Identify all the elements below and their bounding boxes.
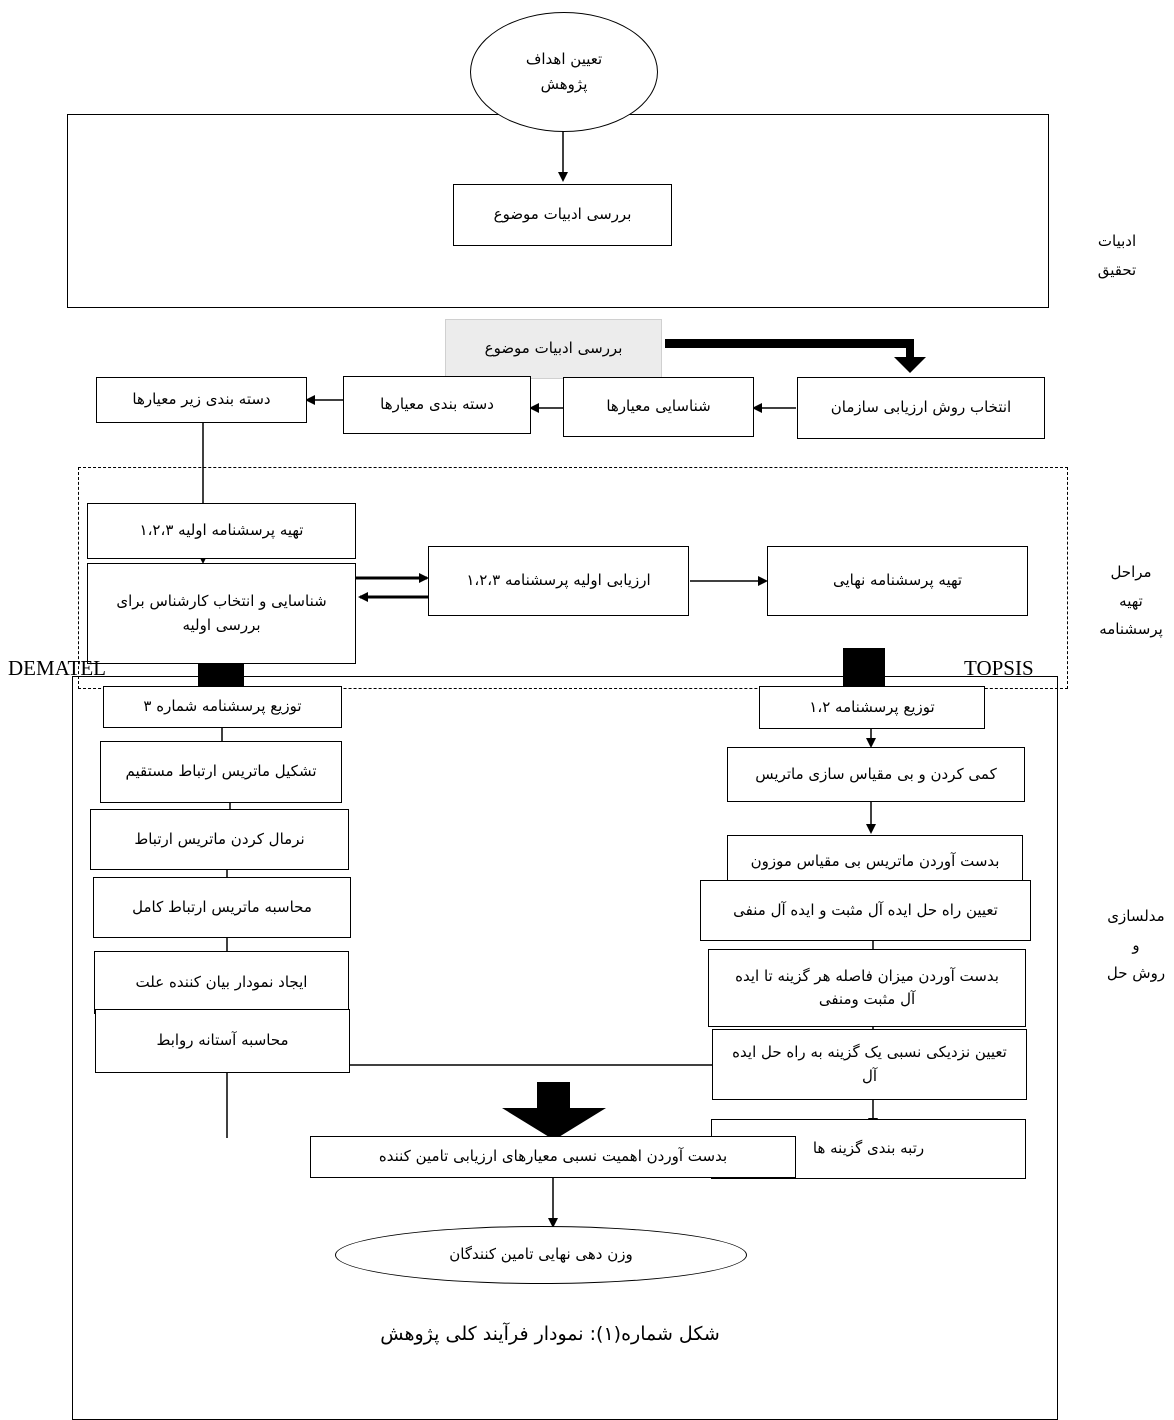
initial-evaluation-box: ارزیابی اولیه پرسشنامه ۱،۲،۳ [428,546,689,616]
modeling-side-label: مدلسازی و روش حل [1106,907,1166,982]
dematel-step-6: محاسبه آستانه روابط [95,1009,350,1073]
literature-header-box: بررسی ادبیات موضوع [445,319,662,379]
literature-side-label: ادبیات تحقیق [1097,232,1137,279]
method-select-box: انتخاب روش ارزیابی سازمان [797,377,1045,439]
dematel-step-3: نرمال کردن ماتریس ارتباط [90,809,349,870]
expert-selection-box: شناسایی و انتخاب کارشناس برای بررسی اولی… [87,563,356,664]
questionnaire-frame [78,467,1068,689]
topsis-step-6: تعیین نزدیکی نسبی یک گزینه به راه حل اید… [712,1029,1027,1100]
dematel-step-5: ایجاد نمودار بیان کننده علت [94,951,349,1014]
topsis-step-1: توزیع پرسشنامه ۱،۲ [759,686,985,729]
categorize-criteria-box: دسته بندی معیارها [343,376,531,434]
start-node-research-goals: تعیین اهداف پژوهش [470,12,658,132]
relative-importance-box: بدست آوردن اهمیت نسبی معیارهای ارزیابی ت… [310,1136,796,1178]
topsis-step-2: کمی کردن و بی مقیاس سازی ماتریس [727,747,1025,802]
figure-caption: شکل شماره(۱): نمودار فرآیند کلی پژوهش [380,1323,720,1345]
topsis-label: TOPSIS [964,656,1034,680]
dematel-step-4: محاسبه ماتریس ارتباط کامل [93,877,351,938]
literature-review-box: بررسی ادبیات موضوع [453,184,672,246]
topsis-step-5: بدست آوردن میزان فاصله هر گزینه تا ایده … [708,949,1026,1027]
dematel-label: DEMATEL [8,656,106,680]
questionnaire-side-label: مراحل تهیه پرسشنامه [1099,563,1163,638]
dematel-step-1: توزیع پرسشنامه شماره ۳ [103,686,342,728]
topsis-step-4: تعیین راه حل ایده آل مثبت و ایده آل منفی [700,880,1031,941]
final-weighting-ellipse: وزن دهی نهایی تامین کنندگان [335,1226,747,1284]
dematel-step-2: تشکیل ماتریس ارتباط مستقیم [100,741,342,803]
sub-criteria-box: دسته بندی زیر معیارها [96,377,307,423]
identify-criteria-box: شناسایی معیارها [563,377,754,437]
prepare-initial-questionnaire-box: تهیه پرسشنامه اولیه ۱،۲،۳ [87,503,356,559]
final-questionnaire-box: تهیه پرسشنامه نهایی [767,546,1028,616]
